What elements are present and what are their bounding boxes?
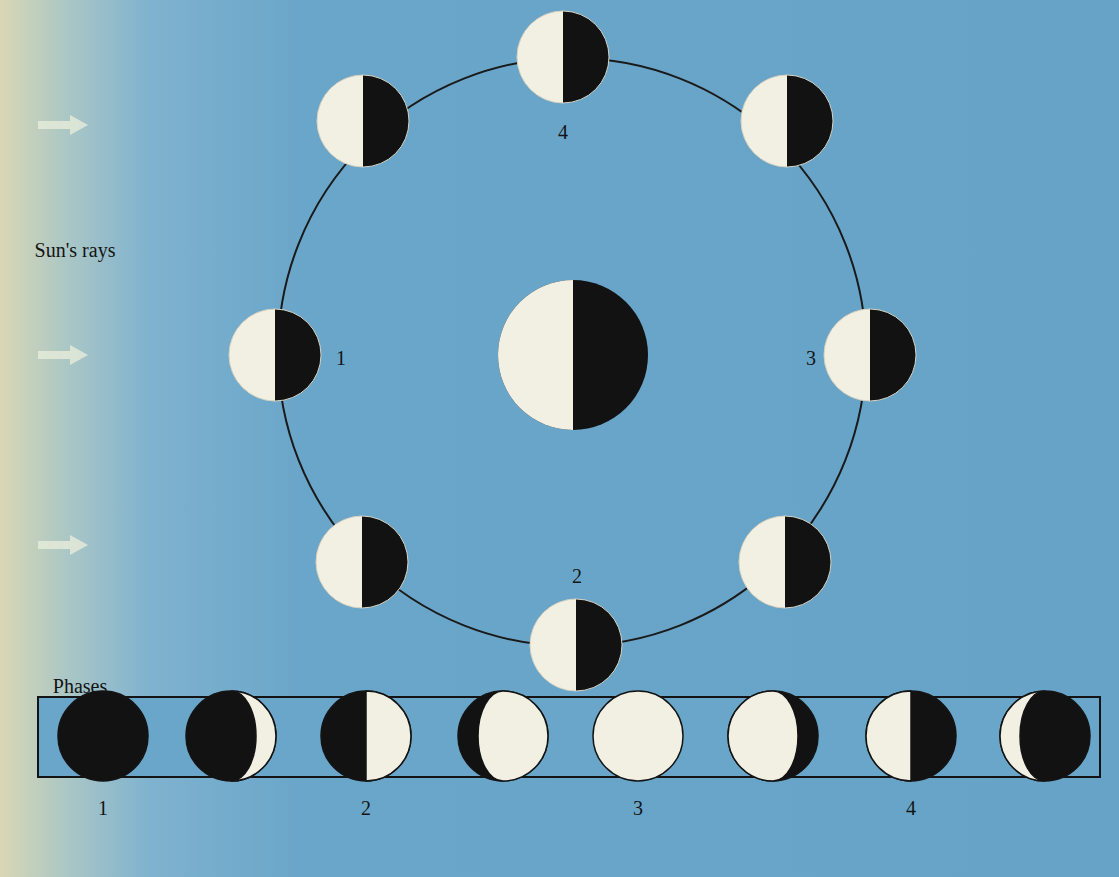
callout-number: 2 (361, 797, 371, 819)
caption-label: Phases (53, 675, 107, 697)
callout-number: 1 (336, 347, 346, 369)
orbit-line (278, 58, 866, 646)
callout-number: 4 (558, 121, 568, 143)
callout-number: 1 (98, 797, 108, 819)
callout-number: 4 (906, 797, 916, 819)
phase-moons (58, 691, 1090, 781)
ray-arrows (38, 115, 88, 555)
orbit-moons (229, 11, 916, 691)
earth (498, 280, 648, 430)
caption-label: Sun's rays (35, 239, 116, 261)
callout-number: 3 (633, 797, 643, 819)
callout-number: 2 (572, 565, 582, 587)
callout-number: 3 (806, 347, 816, 369)
